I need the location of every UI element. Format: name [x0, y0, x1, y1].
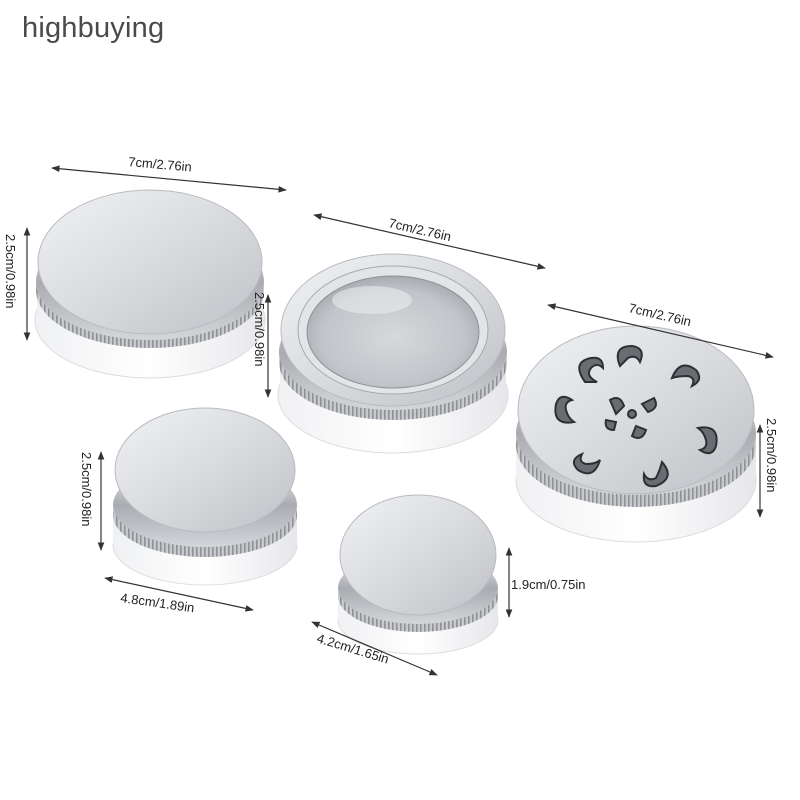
label-width-tin4: 4.8cm/1.89in [120, 590, 196, 615]
arrow-width-tin2 [313, 213, 546, 270]
arrow-width-tin5 [311, 621, 438, 676]
tin-solid-small [337, 494, 499, 655]
dimension-arrows [23, 165, 774, 676]
label-height-tin2: 2.5cm/0.98in [252, 292, 267, 366]
tin-flower-large [515, 325, 757, 543]
arrow-width-tin1 [51, 165, 287, 193]
arrow-width-tin3 [547, 303, 774, 359]
watermark-text: highbuying [22, 12, 165, 44]
arrow-width-tin4 [104, 576, 254, 612]
label-height-tin1: 2.5cm/0.98in [3, 234, 18, 308]
label-width-tin3: 7cm/2.76in [627, 300, 692, 329]
label-height-tin3: 2.5cm/0.98in [764, 418, 779, 492]
label-width-tin1: 7cm/2.76in [128, 154, 193, 174]
tin-solid-medium [112, 407, 298, 586]
label-height-tin5: 1.9cm/0.75in [511, 577, 585, 592]
label-height-tin4: 2.5cm/0.98in [79, 452, 94, 526]
tin-solid-large [34, 189, 266, 379]
tin-window-large [277, 253, 509, 454]
